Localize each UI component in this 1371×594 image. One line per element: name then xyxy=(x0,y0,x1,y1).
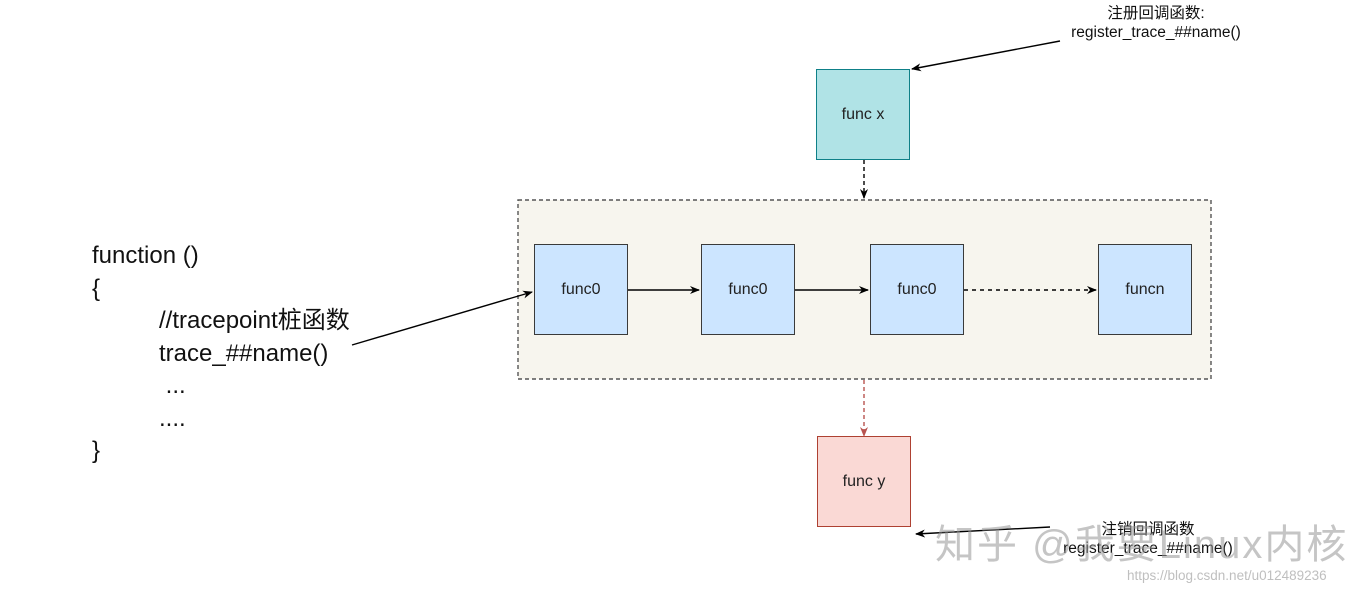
chain-node-3: func0 xyxy=(870,244,964,335)
register-arrow xyxy=(911,40,1061,72)
unregister-arrow xyxy=(915,526,1051,538)
chain-node-last: funcn xyxy=(1098,244,1192,335)
code-line: function () xyxy=(92,242,199,269)
code-line: trace_##name() xyxy=(159,339,329,367)
register-note-func: register_trace_##name() xyxy=(1071,24,1241,41)
code-line: } xyxy=(92,437,101,464)
trace-call-arrow xyxy=(351,290,533,346)
register-note-title: 注册回调函数: xyxy=(1107,5,1205,22)
code-line: { xyxy=(92,274,101,302)
csdn-watermark: https://blog.csdn.net/u012489236 xyxy=(1127,568,1327,583)
code-snippet: function () { //tracepoint桩函数 trace_##na… xyxy=(92,240,350,468)
unregister-note-func: register_trace_##name() xyxy=(1063,540,1233,557)
code-line: //tracepoint桩函数 xyxy=(159,307,350,334)
register-note: 注册回调函数: register_trace_##name() xyxy=(1056,4,1256,42)
func-x-node: func x xyxy=(816,69,910,160)
unregister-note: 注销回调函数 register_trace_##name() xyxy=(1048,520,1248,558)
code-line: .... xyxy=(159,404,186,432)
chain-node-1: func0 xyxy=(534,244,628,335)
code-line: ... xyxy=(159,372,186,399)
zhihu-watermark: 知乎 @我要Linux内核 xyxy=(935,523,1349,567)
chain-node-2: func0 xyxy=(701,244,795,335)
unregister-note-title: 注销回调函数 xyxy=(1101,521,1195,538)
func-y-node: func y xyxy=(817,436,911,527)
